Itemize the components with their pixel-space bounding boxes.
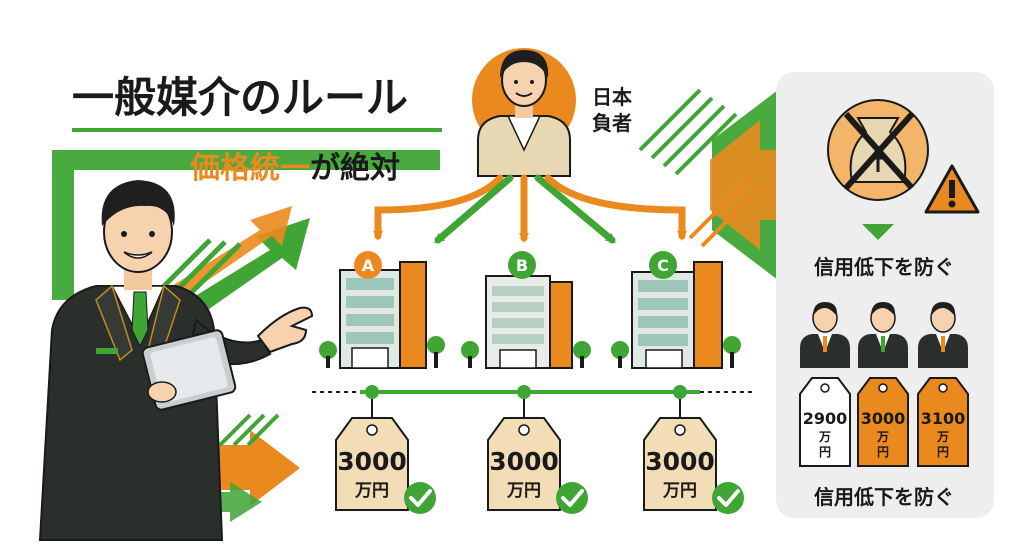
panel-heading-bottom: 信用低下を防ぐ [814,485,954,509]
price-tag-c-value: 3000 [645,447,715,476]
small-price-tag-2-unit-l2: 円 [877,445,889,459]
price-tag-b [487,417,561,511]
subtitle-emphasis: 価格統一 [189,151,310,186]
small-price-tag-1 [799,377,851,467]
price-connector-line [312,385,752,418]
panel-heading-top: 信用低下を防ぐ [814,255,954,279]
check-circle-icon [712,482,744,514]
small-price-tag-2-value: 3000 [861,409,906,428]
price-tag-b-unit: 万円 [506,481,541,501]
subtitle: 価格統一が絶対 [189,151,400,186]
small-price-tag-1-value: 2900 [803,409,848,428]
down-arrow-icon [862,224,894,240]
agency-letter-c: C [657,256,669,275]
small-price-tag-3-unit-l2: 円 [937,445,949,459]
check-circle-icon [556,482,588,514]
agency-building-a [319,251,445,369]
small-price-tag-3-value: 3100 [921,409,966,428]
owner-label-line2: 負者 [592,111,632,135]
price-tag-a-unit: 万円 [354,481,389,501]
price-tag-a-value: 3000 [337,447,407,476]
title-underline [72,128,442,132]
no-money-bag-icon [827,99,929,201]
owner-arrows [373,174,687,244]
check-circle-icon [404,482,436,514]
price-tag-a [335,417,409,511]
owner-figure [472,48,576,177]
agency-building-c [611,251,741,369]
price-tag-b-value: 3000 [489,447,559,476]
agent-figure [858,302,908,368]
small-price-tag-3-unit-l1: 万 [936,430,949,444]
agency-letter-b: B [516,256,528,275]
price-tag-c-unit: 万円 [662,481,697,501]
subtitle-rest: が絶対 [310,151,400,186]
businessman-figure [38,180,314,541]
price-tag-c [643,417,717,511]
small-price-tag-2 [857,377,909,467]
page-title: 一般媒介のルール [72,73,408,122]
agency-building-b [461,251,591,369]
agent-figure [800,302,850,368]
warning-icon [924,164,980,214]
agency-letter-a: A [362,256,375,275]
agent-figure [918,302,968,368]
owner-label-line1: 日本 [592,85,632,109]
small-price-tag-2-unit-l1: 万 [876,430,889,444]
small-price-tag-3 [917,377,969,467]
small-price-tag-1-unit-l2: 円 [819,445,831,459]
small-price-tag-1-unit-l1: 万 [818,430,831,444]
